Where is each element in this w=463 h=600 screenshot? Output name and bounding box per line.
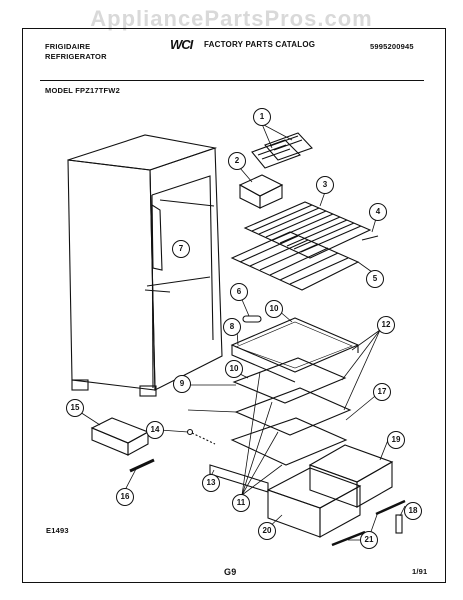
part-19-crisper (308, 444, 394, 508)
diagram-frame (22, 28, 446, 583)
callout-9: 9 (173, 375, 191, 393)
model-label: MODEL FPZ17TFW2 (45, 86, 120, 95)
catalog-number: 5995200945 (370, 42, 414, 51)
catalog-title: FACTORY PARTS CATALOG (204, 40, 316, 49)
part-1-trays (251, 132, 313, 169)
callout-10-mid: 10 (225, 360, 243, 378)
callout-14: 14 (146, 421, 164, 439)
callout-4: 4 (369, 203, 387, 221)
callout-10-top: 10 (265, 300, 283, 318)
callout-15: 15 (66, 399, 84, 417)
callout-16: 16 (116, 488, 134, 506)
part-21-rail (331, 530, 366, 547)
callout-12: 12 (377, 316, 395, 334)
header-rule (40, 80, 424, 81)
wci-logo: WCI (170, 37, 193, 52)
part-2-bin (238, 174, 284, 209)
callout-21: 21 (360, 531, 378, 549)
part-6-roller (242, 315, 262, 323)
cabinet (67, 134, 223, 397)
callout-7: 7 (172, 240, 190, 258)
page-number: G9 (224, 567, 237, 577)
footer-date: 1/91 (412, 567, 428, 576)
callout-5: 5 (366, 270, 384, 288)
callout-18: 18 (404, 502, 422, 520)
part-4-shelf-stop (361, 235, 379, 241)
callout-3: 3 (316, 176, 334, 194)
part-15-crisper (90, 417, 150, 456)
glass-shelves (230, 317, 360, 466)
callout-17: 17 (373, 383, 391, 401)
part-20-crisper (266, 467, 362, 538)
part-3-wire-shelf (230, 201, 372, 291)
callout-6: 6 (230, 283, 248, 301)
callout-20: 20 (258, 522, 276, 540)
watermark: AppliancePartsPros.com (90, 6, 373, 31)
callout-19: 19 (387, 431, 405, 449)
callout-1: 1 (253, 108, 271, 126)
callout-8: 8 (223, 318, 241, 336)
brand-line-1: FRIGIDAIRE (45, 42, 91, 51)
part-16-rail (129, 458, 155, 473)
callout-11: 11 (232, 494, 250, 512)
part-18-bracket (395, 514, 403, 534)
brand-line-2: REFRIGERATOR (45, 52, 107, 61)
drawing-id: E1493 (46, 526, 69, 535)
part-14-screw (186, 428, 194, 436)
callout-2: 2 (228, 152, 246, 170)
callout-13: 13 (202, 474, 220, 492)
